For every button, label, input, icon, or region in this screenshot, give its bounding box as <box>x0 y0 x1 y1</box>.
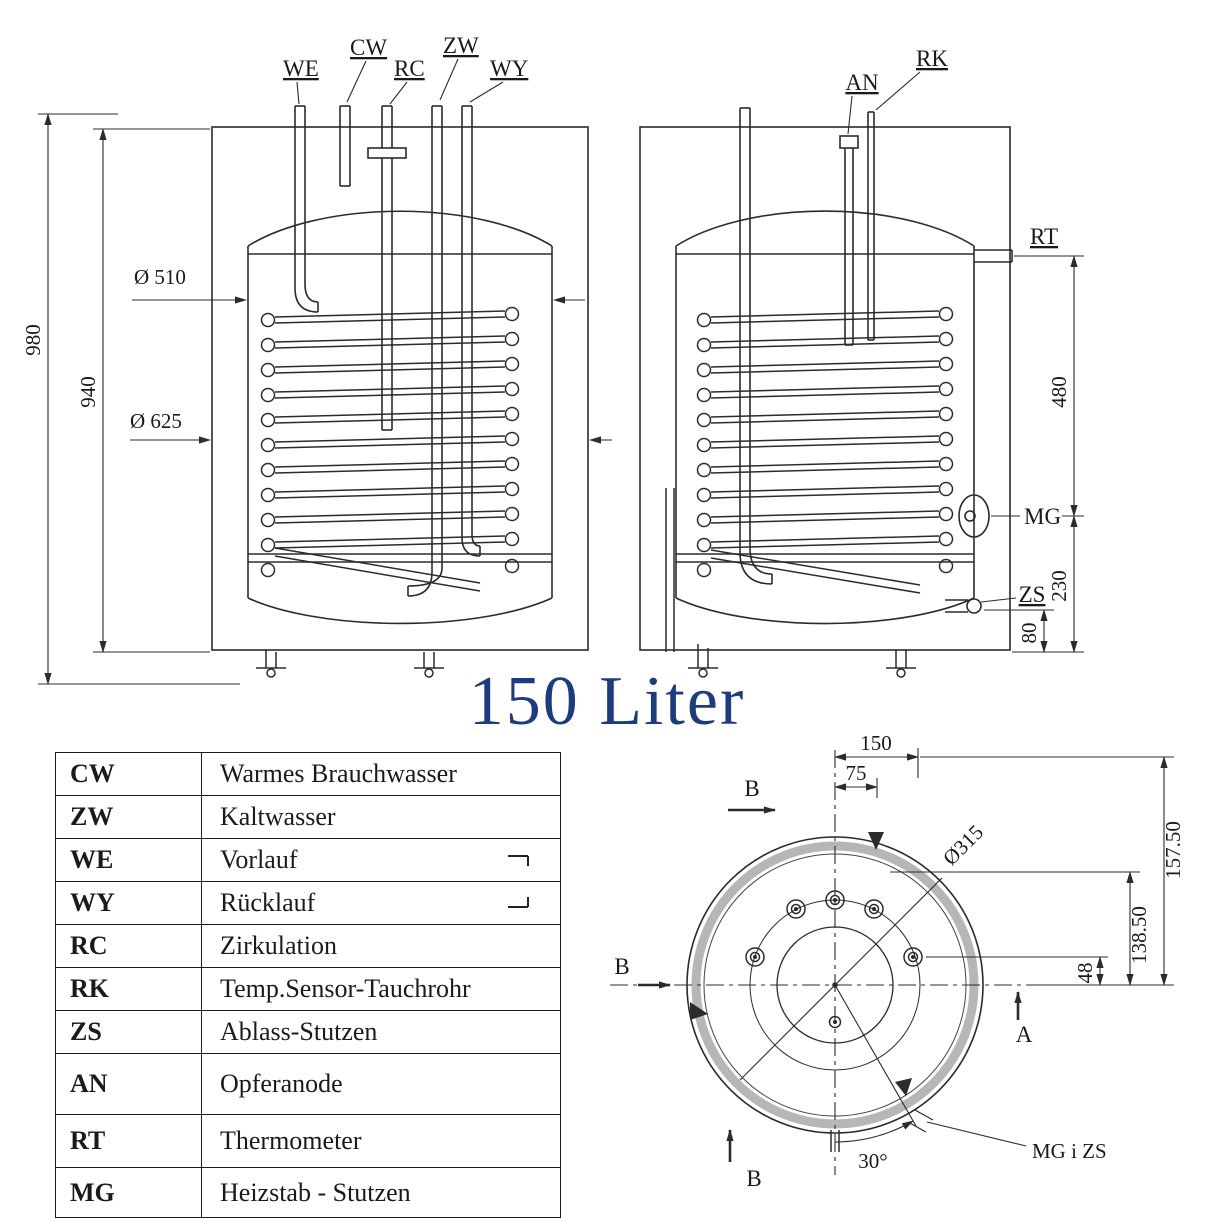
dim-30deg-label: 30° <box>858 1149 887 1173</box>
legend-row-we: WE Vorlauf <box>55 838 561 882</box>
legend-desc-text: Opferanode <box>220 1069 343 1098</box>
section-a-label: A <box>1016 1022 1033 1047</box>
legend-desc: Heizstab - Stutzen <box>201 1167 561 1218</box>
port-cw-label: CW <box>350 35 387 60</box>
label-an: AN <box>845 70 879 95</box>
legend-row-mg: MG Heizstab - Stutzen <box>55 1167 561 1218</box>
side-feet <box>665 488 916 678</box>
legend-row-cw: CW Warmes Brauchwasser <box>55 752 561 796</box>
vorlauf-flow-icon <box>508 855 529 866</box>
dim-480-label: 480 <box>1047 376 1071 408</box>
legend-abbr: MG <box>55 1167 202 1218</box>
legend-desc: Thermometer <box>201 1114 561 1168</box>
dim-940-label: 940 <box>76 376 100 408</box>
label-rk: RK <box>916 46 948 71</box>
legend-desc: Warmes Brauchwasser <box>201 752 561 796</box>
legend-desc-text: Zirkulation <box>220 931 337 960</box>
legend-desc: Opferanode <box>201 1053 561 1115</box>
legend-desc-text: Ablass-Stutzen <box>220 1017 378 1046</box>
top-center-lines <box>610 750 1038 1175</box>
legend-desc-text: Heizstab - Stutzen <box>220 1177 411 1207</box>
dim-157-label: 157.50 <box>1161 821 1185 879</box>
port-zw-label: ZW <box>443 33 479 58</box>
front-heating-coil <box>260 306 520 592</box>
legend-abbr: RC <box>55 924 202 968</box>
front-tank-outline <box>211 126 589 651</box>
front-dimension-lines <box>38 58 612 685</box>
dim-150-label: 150 <box>860 731 892 755</box>
legend-abbr: WE <box>55 838 202 882</box>
legend-abbr: CW <box>55 752 202 796</box>
dim-48-label: 48 <box>1073 963 1097 984</box>
page-title: 150 Liter <box>468 663 746 740</box>
legend-abbr: ZS <box>55 1010 202 1054</box>
legend-desc: Ablass-Stutzen <box>201 1010 561 1054</box>
legend-row-zw: ZW Kaltwasser <box>55 795 561 839</box>
front-feet <box>256 650 444 678</box>
legend-desc: Kaltwasser <box>201 795 561 839</box>
label-zs: ZS <box>1019 582 1046 607</box>
front-pipes <box>294 105 481 597</box>
side-internals <box>739 107 1013 614</box>
legend-desc-text: Rücklauf <box>220 888 316 917</box>
legend-desc: Temp.Sensor-Tauchrohr <box>201 967 561 1011</box>
legend-abbr: WY <box>55 881 202 925</box>
legend-row-zs: ZS Ablass-Stutzen <box>55 1010 561 1054</box>
legend-desc-text: Thermometer <box>220 1126 362 1155</box>
front-view-drawing: 980 940 Ø 510 Ø 625 WE CW RC ZW WY <box>21 33 612 685</box>
legend-abbr: ZW <box>55 795 202 839</box>
top-section-arrows <box>638 806 1022 1162</box>
label-mg: MG <box>1024 504 1061 529</box>
legend-desc-text: Vorlauf <box>220 845 298 874</box>
legend-desc-text: Kaltwasser <box>220 802 336 831</box>
dim-315-label: Ø315 <box>938 820 988 870</box>
legend-desc: Rücklauf <box>201 881 561 925</box>
legend-row-an: AN Opferanode <box>55 1053 561 1115</box>
section-b-left-label: B <box>614 954 629 979</box>
ruecklauf-flow-icon <box>508 897 529 908</box>
dim-75-label: 75 <box>846 761 867 785</box>
label-rt: RT <box>1030 224 1058 249</box>
side-view-drawing: AN RK RT MG ZS 480 230 80 <box>639 46 1084 678</box>
legend-row-wy: WY Rücklauf <box>55 881 561 925</box>
section-b-top-label: B <box>744 776 759 801</box>
legend-row-rc: RC Zirkulation <box>55 924 561 968</box>
dim-625-label: Ø 625 <box>130 409 182 433</box>
dim-138-label: 138.50 <box>1127 906 1151 964</box>
dim-980-label: 980 <box>21 324 45 356</box>
dim-230-label: 230 <box>1047 570 1071 602</box>
legend-row-rt: RT Thermometer <box>55 1114 561 1168</box>
top-section-marks <box>690 832 912 1096</box>
legend-abbr: AN <box>55 1053 202 1115</box>
legend-desc-text: Temp.Sensor-Tauchrohr <box>220 974 471 1003</box>
dim-80-label: 80 <box>1017 623 1041 644</box>
port-wy-label: WY <box>490 56 529 81</box>
legend-desc: Vorlauf <box>201 838 561 882</box>
side-tank-outline <box>639 126 1011 651</box>
side-dimension-lines <box>847 71 1084 653</box>
legend-abbr: RT <box>55 1114 202 1168</box>
dim-510-label: Ø 510 <box>134 265 186 289</box>
mg-zs-label: MG i ZS <box>1032 1139 1107 1163</box>
port-we-label: WE <box>283 56 319 81</box>
legend-table: CW Warmes Brauchwasser ZW Kaltwasser WE … <box>55 752 561 1218</box>
legend-desc: Zirkulation <box>201 924 561 968</box>
port-rc-label: RC <box>394 56 425 81</box>
top-view-drawing: 150 75 Ø315 157.50 138.50 48 30° B B B A… <box>610 731 1185 1191</box>
top-ports <box>745 890 923 1152</box>
section-b-bottom-label: B <box>746 1166 761 1191</box>
top-dimension-lines <box>739 748 1174 1147</box>
side-heating-coil <box>696 306 954 594</box>
legend-abbr: RK <box>55 967 202 1011</box>
legend-desc-text: Warmes Brauchwasser <box>220 759 457 788</box>
legend-row-rk: RK Temp.Sensor-Tauchrohr <box>55 967 561 1011</box>
